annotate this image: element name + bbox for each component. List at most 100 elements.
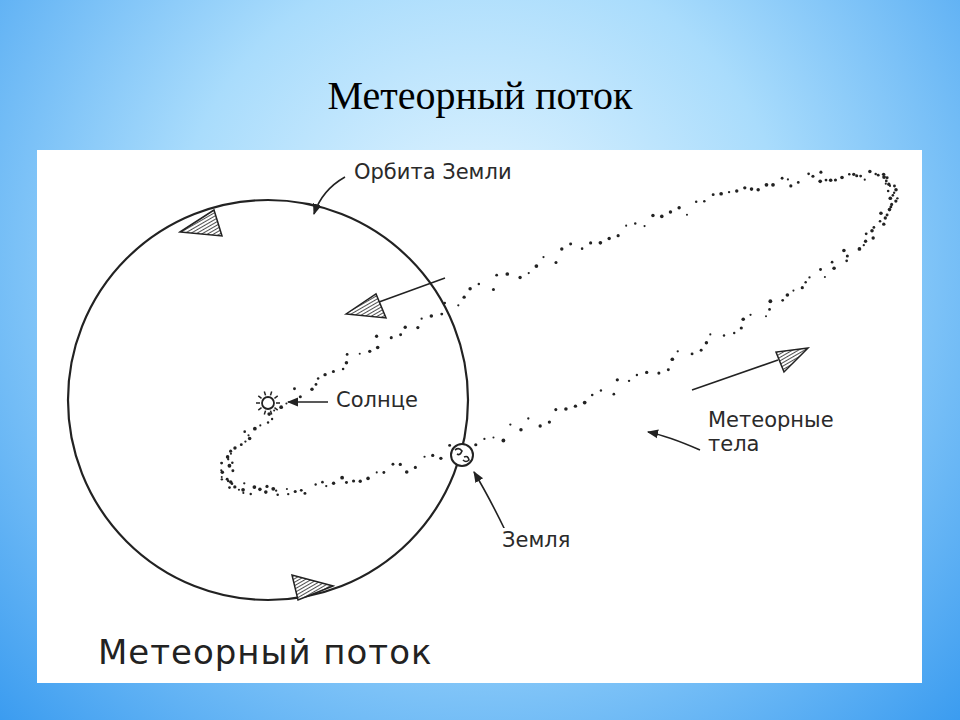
- meteor-dot: [829, 178, 833, 182]
- meteor-dot: [574, 404, 577, 407]
- meteor-dot: [874, 173, 877, 176]
- meteor-dot: [893, 185, 896, 188]
- meteor-dot: [244, 440, 246, 442]
- meteor-dot: [226, 478, 229, 481]
- diagram-caption: Метеорный поток: [98, 632, 433, 672]
- sun-ray: [256, 402, 260, 404]
- meteor-dot: [267, 412, 271, 416]
- earth-orbit: [68, 200, 468, 600]
- meteor-dot: [600, 389, 602, 391]
- meteor-dot: [628, 380, 630, 382]
- meteor-dot: [625, 225, 627, 227]
- meteor-dot: [879, 220, 882, 223]
- meteor-dot: [855, 174, 858, 177]
- meteor-dot: [723, 334, 725, 336]
- meteor-dot: [581, 247, 584, 250]
- meteor-dot: [792, 290, 794, 292]
- meteor-dot: [271, 487, 275, 491]
- meteor-dot: [612, 393, 615, 396]
- meteor-dot: [677, 206, 680, 209]
- meteor-dot: [399, 333, 402, 336]
- meteor-dot: [310, 387, 313, 390]
- meteor-dot: [787, 178, 789, 180]
- meteor-dot: [832, 266, 836, 270]
- meteor-dot: [462, 295, 465, 298]
- sun-symbol: [256, 392, 280, 415]
- meteor-dot: [414, 466, 417, 469]
- meteor-dot: [325, 485, 327, 487]
- meteor-dot: [879, 212, 883, 216]
- meteor-dot: [399, 463, 402, 466]
- meteor-dot: [657, 372, 660, 375]
- meteor-dot: [765, 315, 767, 317]
- meteor-dot: [607, 237, 610, 240]
- meteor-dot: [877, 174, 880, 177]
- meteor-dot: [740, 326, 743, 329]
- meteor-dot: [376, 471, 378, 473]
- meteor-dot: [527, 417, 529, 419]
- meteor-dot: [709, 333, 711, 335]
- meteor-dot: [231, 462, 234, 465]
- meteor-dot: [299, 395, 302, 398]
- meteor-dot: [848, 173, 851, 176]
- leader-arrow: [648, 432, 700, 450]
- meteor-dot: [864, 179, 866, 181]
- meteor-dot: [695, 200, 697, 202]
- meteor-dot: [505, 272, 509, 276]
- meteor-dot: [332, 482, 335, 485]
- meteor-dot: [882, 222, 885, 225]
- meteor-dot: [416, 326, 419, 329]
- meteor-dot: [259, 424, 261, 426]
- meteor-dot: [667, 368, 670, 371]
- meteor-dot: [321, 481, 324, 484]
- meteor-dot: [750, 187, 754, 191]
- meteor-dot: [229, 450, 232, 453]
- sun-ray: [270, 392, 271, 396]
- meteor-dot: [771, 183, 775, 187]
- meteor-dot: [797, 181, 800, 184]
- meteor-dot: [712, 193, 715, 196]
- sun-ray: [258, 396, 261, 398]
- meteor-dot: [247, 434, 249, 436]
- meteor-dot: [405, 470, 409, 474]
- meteor-dot: [858, 247, 862, 251]
- meteor-dot: [518, 276, 521, 279]
- meteor-dot: [743, 186, 746, 189]
- meteor-dot: [845, 259, 848, 262]
- meteor-dot: [233, 446, 236, 449]
- meteor-dot: [230, 453, 232, 455]
- sun-ray: [264, 392, 265, 396]
- meteor-dot: [741, 317, 745, 321]
- meteor-dot: [241, 488, 245, 492]
- meteor-dot: [834, 178, 837, 181]
- meteor-dot: [492, 288, 495, 291]
- meteor-dot: [228, 486, 231, 489]
- meteor-dot: [569, 242, 572, 245]
- white-panel: [37, 150, 922, 683]
- meteor-dot: [852, 173, 855, 176]
- meteor-dot: [293, 387, 296, 390]
- meteor-dot: [221, 478, 223, 480]
- meteor-dot: [735, 189, 738, 192]
- meteor-dot: [519, 428, 522, 431]
- stream-arrowhead: [346, 294, 386, 318]
- meteor-dot: [700, 349, 703, 352]
- meteor-dot: [253, 485, 257, 489]
- meteor-dot: [651, 214, 654, 217]
- meteor-dot: [242, 492, 244, 494]
- meteor-dot: [781, 177, 784, 180]
- meteor-dot: [359, 480, 362, 483]
- meteor-dot: [804, 281, 806, 283]
- meteor-dot: [346, 353, 349, 356]
- meteor-dot: [890, 203, 893, 206]
- meteor-dot: [502, 439, 506, 443]
- stream-arrowhead: [776, 348, 808, 372]
- meteor-dot: [229, 480, 232, 483]
- meteor-dot: [893, 192, 895, 194]
- meteor-dot: [864, 240, 867, 243]
- meteor-dot: [768, 308, 771, 311]
- meteor-dot: [492, 436, 494, 438]
- meteor-dot: [886, 176, 889, 179]
- slide-title: Метеорный поток: [328, 72, 633, 119]
- meteor-dot: [345, 481, 348, 484]
